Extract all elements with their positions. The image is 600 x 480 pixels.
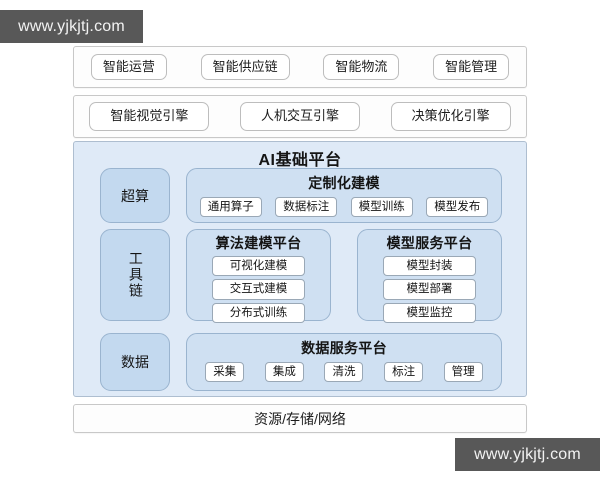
panel-data-service-title: 数据服务平台 [301, 340, 387, 356]
chip-visual-modeling[interactable]: 可视化建模 [212, 256, 305, 277]
left-box-supercomputing-label: 超算 [121, 187, 149, 204]
chip-distributed-training[interactable]: 分布式训练 [212, 302, 305, 324]
panel-custom-modeling: 定制化建模 通用算子 数据标注 模型训练 模型发布 [186, 168, 502, 223]
left-box-supercomputing[interactable]: 超算 [100, 168, 170, 223]
ai-base-platform-title: AI基础平台 [258, 152, 342, 169]
chip-annotation[interactable]: 标注 [384, 362, 424, 383]
application-item-smart-logistics[interactable]: 智能物流 [323, 53, 400, 81]
chip-integration[interactable]: 集成 [264, 362, 304, 383]
chip-model-training[interactable]: 模型训练 [350, 197, 413, 218]
chip-model-publishing[interactable]: 模型发布 [426, 197, 489, 218]
panel-custom-modeling-title: 定制化建模 [308, 175, 380, 191]
engine-item-decision-optimization[interactable]: 决策优化引擎 [390, 102, 511, 131]
panel-data-service-items: 采集 集成 清洗 标注 管理 [187, 362, 501, 383]
application-item-smart-operations[interactable]: 智能运营 [90, 53, 167, 81]
watermark-bottom: www.yjkjtj.com [455, 438, 600, 471]
engine-item-human-machine-interaction[interactable]: 人机交互引擎 [239, 102, 360, 131]
panel-model-service-title: 模型服务平台 [386, 235, 473, 251]
engine-item-visual[interactable]: 智能视觉引擎 [89, 102, 210, 131]
watermark-top: www.yjkjtj.com [0, 10, 143, 43]
panel-algorithm-modeling-title: 算法建模平台 [215, 235, 302, 251]
panel-model-service: 模型服务平台 模型封装 模型部署 模型监控 [357, 229, 502, 324]
chip-management[interactable]: 管理 [443, 362, 483, 383]
left-box-data-label: 数据 [121, 354, 149, 370]
left-box-data[interactable]: 数据 [100, 333, 170, 391]
chip-model-deployment[interactable]: 模型部署 [383, 279, 476, 300]
infrastructure-label: 资源/存储/网络 [254, 410, 346, 427]
chip-data-annotation[interactable]: 数据标注 [275, 197, 338, 218]
chip-model-monitoring[interactable]: 模型监控 [383, 302, 476, 324]
chip-general-operators[interactable]: 通用算子 [199, 197, 262, 218]
application-item-smart-management[interactable]: 智能管理 [433, 53, 510, 81]
left-box-toolchain-label: 工具链 [127, 251, 144, 299]
applications-layer: 智能运营 智能供应链 智能物流 智能管理 [73, 46, 527, 88]
chip-cleaning[interactable]: 清洗 [324, 362, 364, 383]
panel-data-service: 数据服务平台 采集 集成 清洗 标注 管理 [186, 333, 502, 391]
chip-model-packaging[interactable]: 模型封装 [383, 256, 476, 277]
panel-algorithm-modeling-items: 可视化建模 交互式建模 分布式训练 [187, 256, 330, 324]
chip-interactive-modeling[interactable]: 交互式建模 [212, 279, 305, 300]
panel-algorithm-modeling: 算法建模平台 可视化建模 交互式建模 分布式训练 [186, 229, 331, 324]
panel-model-service-items: 模型封装 模型部署 模型监控 [358, 256, 501, 324]
panel-custom-modeling-items: 通用算子 数据标注 模型训练 模型发布 [187, 197, 501, 218]
engines-layer: 智能视觉引擎 人机交互引擎 决策优化引擎 [73, 95, 527, 138]
infrastructure-layer: 资源/存储/网络 [73, 404, 527, 433]
chip-collection[interactable]: 采集 [205, 362, 245, 383]
ai-base-platform-container: AI基础平台 超算 工具链 数据 定制化建模 通用算子 数据标注 模型训练 模型… [73, 141, 527, 397]
left-box-toolchain[interactable]: 工具链 [100, 229, 170, 321]
application-item-smart-supply-chain[interactable]: 智能供应链 [200, 53, 290, 81]
